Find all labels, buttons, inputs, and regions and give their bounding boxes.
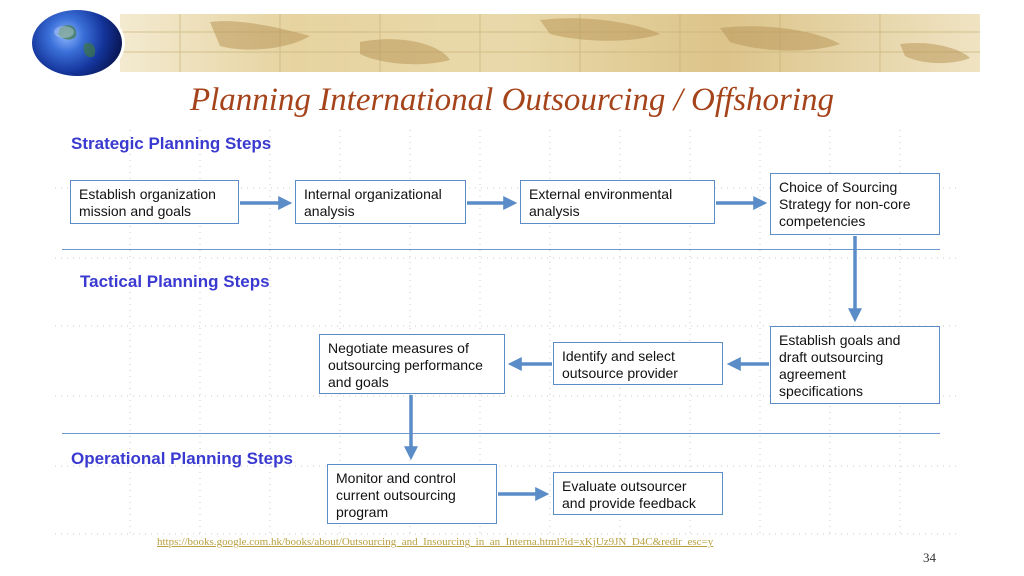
operational-section-heading: Operational Planning Steps [71, 449, 293, 468]
step-monitor-control: Monitor and control current outsourcing … [327, 464, 497, 524]
tactical-section-heading: Tactical Planning Steps [80, 272, 270, 291]
step-choice-sourcing: Choice of Sourcing Strategy for non-core… [770, 173, 940, 235]
slide-title: Planning International Outsourcing / Off… [189, 82, 835, 118]
section-divider [62, 249, 940, 250]
step-establish-goals: Establish goals and draft outsourcing ag… [770, 326, 940, 404]
section-divider [62, 433, 940, 434]
step-evaluate-outsourcer: Evaluate outsourcer and provide feedback [553, 472, 723, 515]
step-identify-provider: Identify and select outsource provider [553, 342, 723, 385]
world-map-banner [120, 14, 980, 72]
step-negotiate-measures: Negotiate measures of outsourcing perfor… [319, 334, 505, 394]
step-internal-analysis: Internal organizational analysis [295, 180, 466, 224]
strategic-section-heading: Strategic Planning Steps [71, 134, 272, 153]
globe-icon [32, 10, 122, 76]
page-number: 34 [923, 550, 936, 565]
step-establish-mission: Establish organization mission and goals [70, 180, 239, 224]
source-link[interactable]: https://books.google.com.hk/books/about/… [157, 536, 714, 548]
step-external-analysis: External environmental analysis [520, 180, 715, 224]
